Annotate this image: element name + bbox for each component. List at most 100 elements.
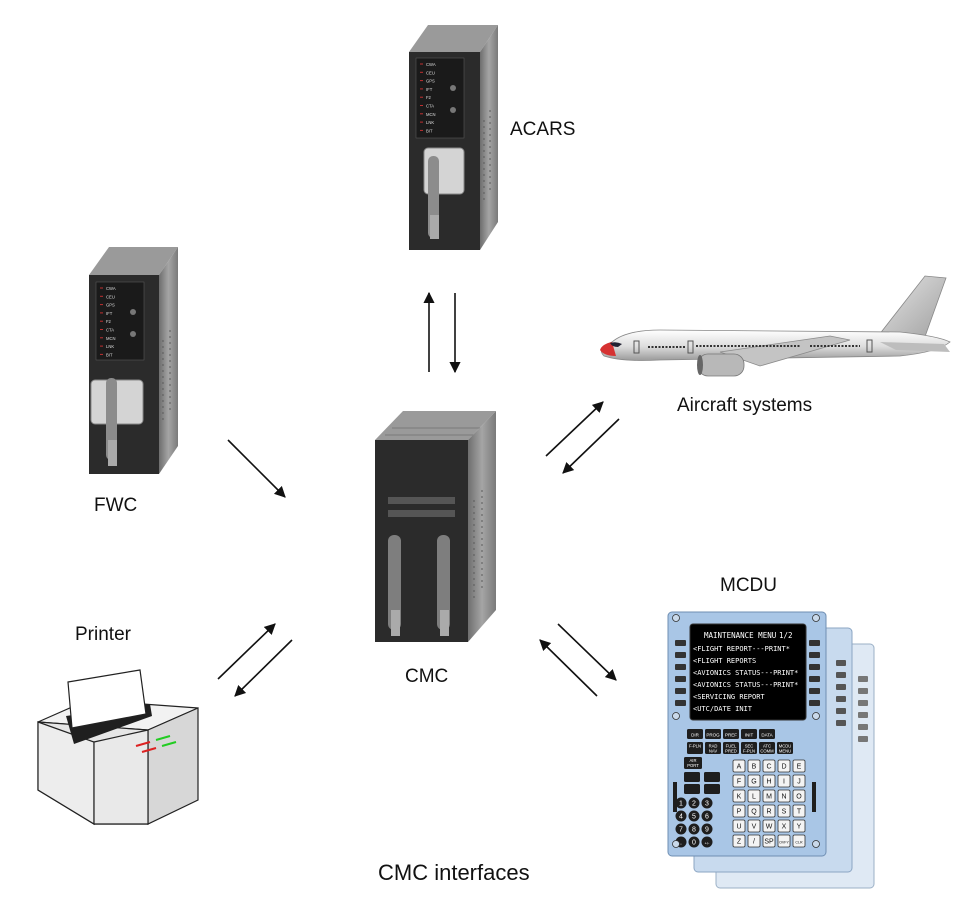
line-select-key-right[interactable]: [809, 652, 820, 658]
double-arrow-icon: [539, 623, 617, 697]
slew-key[interactable]: [684, 772, 700, 782]
line-select-key-right[interactable]: [809, 700, 820, 706]
alpha-key[interactable]: [762, 834, 776, 848]
panel-connector: [450, 107, 456, 113]
alpha-key[interactable]: [732, 789, 746, 803]
alpha-key[interactable]: [732, 759, 746, 773]
alpha-key[interactable]: [777, 759, 791, 773]
slew-key[interactable]: [684, 784, 700, 794]
line-select-key-left[interactable]: [675, 688, 686, 694]
function-key[interactable]: [687, 742, 703, 754]
numeric-key[interactable]: [701, 810, 713, 822]
line-select-key-left[interactable]: [675, 664, 686, 670]
line-select-key-left[interactable]: [675, 640, 686, 646]
alpha-key-label: S: [782, 809, 787, 816]
panel-label: CWA: [426, 62, 436, 67]
mcdu-screen-line: <AVIONICS STATUS---PRINT*: [693, 669, 798, 677]
function-key[interactable]: [723, 742, 739, 754]
alpha-key[interactable]: [792, 789, 806, 803]
cmc-label: CMC: [405, 666, 449, 687]
panel-label: BIT: [426, 128, 433, 133]
function-key[interactable]: [705, 729, 721, 739]
aircraft-systems-label: Aircraft systems: [677, 395, 813, 416]
alpha-key[interactable]: [747, 759, 761, 773]
line-select-key-left[interactable]: [675, 700, 686, 706]
alpha-key[interactable]: [792, 834, 806, 848]
alpha-key[interactable]: [732, 819, 746, 833]
airport-key[interactable]: [684, 757, 702, 769]
alpha-key[interactable]: [792, 804, 806, 818]
screw-icon: [812, 840, 820, 848]
alpha-key[interactable]: [777, 774, 791, 788]
numeric-key[interactable]: [688, 810, 700, 822]
function-key-label: F-PLN: [689, 744, 701, 749]
alpha-key[interactable]: [777, 819, 791, 833]
alpha-key[interactable]: [747, 804, 761, 818]
function-key[interactable]: [705, 742, 721, 754]
alpha-key[interactable]: [747, 834, 761, 848]
line-select-key-left[interactable]: [675, 676, 686, 682]
numeric-key-label: 8: [692, 827, 696, 834]
function-key[interactable]: [759, 742, 775, 754]
alpha-key-label: O: [796, 794, 802, 801]
alpha-key[interactable]: [762, 789, 776, 803]
alpha-key[interactable]: [777, 834, 791, 848]
alpha-key[interactable]: [792, 759, 806, 773]
function-key[interactable]: [687, 729, 703, 739]
back-panel-key: [836, 684, 846, 690]
numeric-key[interactable]: [688, 823, 700, 835]
line-select-key-left[interactable]: [675, 652, 686, 658]
line-select-key-right[interactable]: [809, 688, 820, 694]
function-key-label: FUEL: [726, 744, 737, 749]
alpha-key[interactable]: [747, 789, 761, 803]
panel-label: F2: [426, 95, 432, 100]
numeric-key[interactable]: [688, 836, 700, 848]
alpha-key[interactable]: [792, 819, 806, 833]
numeric-key[interactable]: [701, 797, 713, 809]
alpha-key[interactable]: [747, 774, 761, 788]
function-key[interactable]: [759, 729, 775, 739]
line-select-key-right[interactable]: [809, 664, 820, 670]
function-key-label: INIT: [745, 733, 754, 738]
screw-icon: [812, 712, 820, 720]
slew-key[interactable]: [704, 784, 720, 794]
numeric-key[interactable]: [701, 823, 713, 835]
alpha-key[interactable]: [762, 774, 776, 788]
numeric-key-label: 4: [679, 814, 683, 821]
alpha-key[interactable]: [762, 819, 776, 833]
back-panel-key: [836, 720, 846, 726]
numeric-key[interactable]: [701, 836, 713, 848]
panel-label: LNK: [106, 344, 114, 349]
panel-label: CEU: [106, 294, 115, 299]
line-select-key-right[interactable]: [809, 640, 820, 646]
alpha-key-label: Z: [737, 839, 742, 846]
alpha-key[interactable]: [792, 774, 806, 788]
function-key[interactable]: [723, 729, 739, 739]
function-key[interactable]: [741, 742, 757, 754]
alpha-key[interactable]: [762, 804, 776, 818]
numeric-key-label: 2: [692, 801, 696, 808]
alpha-key-label: Q: [751, 809, 757, 816]
alpha-key-label: T: [797, 809, 802, 816]
numeric-key[interactable]: [675, 823, 687, 835]
screw-icon: [812, 614, 820, 622]
line-select-key-right[interactable]: [809, 676, 820, 682]
numeric-key[interactable]: [688, 797, 700, 809]
function-key-label: F-PLN: [743, 749, 755, 754]
function-key-label: PROG: [706, 733, 720, 738]
numeric-key[interactable]: [675, 797, 687, 809]
alpha-key[interactable]: [747, 819, 761, 833]
function-key[interactable]: [777, 742, 793, 754]
alpha-key[interactable]: [732, 804, 746, 818]
slew-key[interactable]: [704, 772, 720, 782]
alpha-key[interactable]: [732, 834, 746, 848]
function-key[interactable]: [741, 729, 757, 739]
numeric-key[interactable]: [675, 810, 687, 822]
function-key-label: PRED: [725, 749, 737, 754]
function-key-label: DATA: [761, 733, 772, 738]
alpha-key[interactable]: [777, 804, 791, 818]
alpha-key[interactable]: [732, 774, 746, 788]
alpha-key[interactable]: [762, 759, 776, 773]
alpha-key[interactable]: [777, 789, 791, 803]
